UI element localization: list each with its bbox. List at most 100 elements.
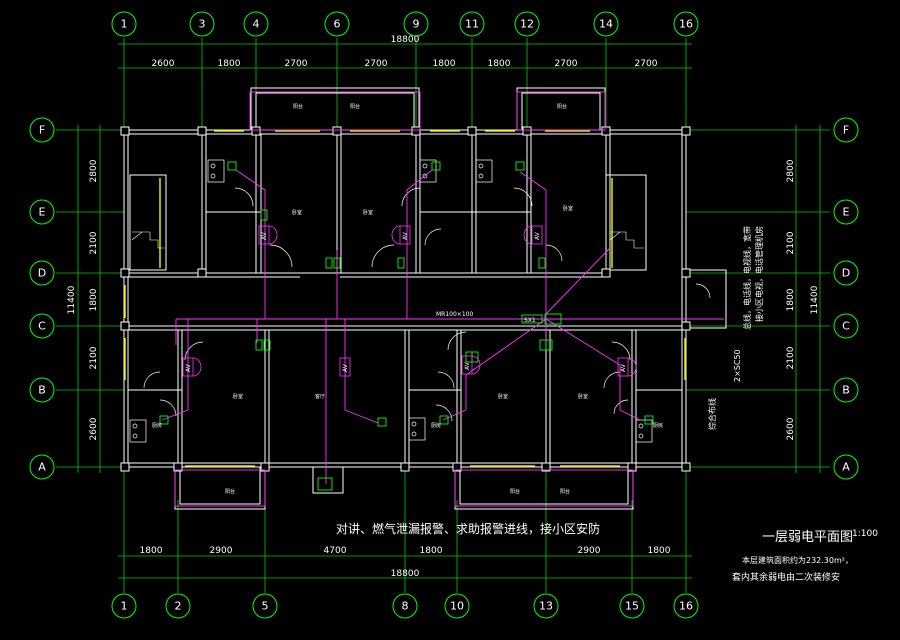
room-label: 卧室 bbox=[498, 393, 508, 400]
room-label: 阳台 bbox=[560, 488, 570, 495]
row-label-left: B bbox=[38, 384, 46, 397]
av-tag: AV bbox=[402, 231, 409, 240]
av-tag: AV bbox=[342, 363, 349, 372]
room-label: 卧室 bbox=[292, 209, 302, 216]
row-label-right: A bbox=[842, 461, 850, 474]
dim-right: 2100 bbox=[786, 231, 796, 254]
dim-top-total: 18800 bbox=[391, 35, 420, 45]
dim-top: 2600 bbox=[152, 59, 175, 69]
room-label: 卧室 bbox=[363, 209, 373, 216]
dim-left-total: 11400 bbox=[67, 285, 77, 314]
axis-label-bottom: 10 bbox=[450, 600, 464, 613]
room-label: 阳台 bbox=[557, 103, 567, 110]
row-label-right: F bbox=[843, 124, 849, 137]
dim-right: 1800 bbox=[786, 288, 796, 311]
row-label-left: C bbox=[38, 320, 46, 333]
dim-left: 1800 bbox=[89, 288, 99, 311]
axis-label-top: 12 bbox=[520, 18, 534, 31]
dim-top: 1800 bbox=[433, 59, 456, 69]
axis-label-bottom: 13 bbox=[539, 600, 553, 613]
room-label: 厨房 bbox=[653, 422, 663, 429]
axis-label-top: 16 bbox=[679, 18, 693, 31]
cable-label-3: 综合布线 bbox=[707, 398, 717, 430]
room-label: 卧室 bbox=[563, 205, 573, 212]
cable-label-4: 2×SC50 bbox=[733, 349, 742, 382]
axis-label-bottom: 1 bbox=[121, 600, 128, 613]
av-tag: AV bbox=[464, 361, 471, 370]
av-tag: AV bbox=[534, 231, 541, 240]
row-label-left: A bbox=[38, 461, 46, 474]
axis-label-top: 3 bbox=[199, 18, 206, 31]
drawing-title: 一层弱电平面图 bbox=[762, 530, 854, 545]
axis-label-bottom: 8 bbox=[402, 600, 409, 613]
row-label-right: E bbox=[843, 206, 850, 219]
room-label: 阳台 bbox=[350, 103, 360, 110]
axis-label-top: 4 bbox=[253, 18, 260, 31]
dim-right: 2600 bbox=[786, 417, 796, 440]
stair-symbols bbox=[131, 231, 644, 249]
axis-label-bottom: 5 bbox=[262, 600, 269, 613]
axis-label-bottom: 16 bbox=[679, 600, 693, 613]
room-label: 卧室 bbox=[233, 393, 243, 400]
dim-left: 2100 bbox=[89, 231, 99, 254]
dim-bottom: 1800 bbox=[140, 546, 163, 556]
room-label: 厨房 bbox=[152, 422, 162, 429]
av-tag: AV bbox=[261, 231, 268, 240]
dim-bottom: 1800 bbox=[648, 546, 671, 556]
row-label-left: F bbox=[39, 124, 45, 137]
row-label-left: E bbox=[39, 206, 46, 219]
dim-bottom-total: 18800 bbox=[391, 569, 420, 579]
cable-label-1: 总线，电话线，电视线，宽带 bbox=[742, 226, 752, 330]
duct-label: MR100×100 bbox=[436, 311, 473, 318]
room-label: 阳台 bbox=[510, 488, 520, 495]
dim-right: 2800 bbox=[786, 159, 796, 182]
dim-top: 1800 bbox=[218, 59, 241, 69]
bottom-annotation: 对讲、燃气泄漏报警、求助报警进线，接小区安防 bbox=[336, 522, 601, 536]
dim-top: 2700 bbox=[635, 59, 658, 69]
axis-label-top: 6 bbox=[334, 18, 341, 31]
kitchen-fixtures bbox=[129, 159, 653, 443]
axis-label-bottom: 15 bbox=[625, 600, 639, 613]
room-label: 厨房 bbox=[431, 422, 441, 429]
room-label: 卧室 bbox=[578, 393, 588, 400]
dim-bottom: 2900 bbox=[578, 546, 601, 556]
axis-label-bottom: 2 bbox=[175, 600, 182, 613]
axis-label-top: 14 bbox=[599, 18, 613, 31]
axis-bubbles-bottom bbox=[111, 593, 699, 619]
dim-bottom: 1800 bbox=[420, 546, 443, 556]
dim-top: 2700 bbox=[555, 59, 578, 69]
dim-top: 2700 bbox=[285, 59, 308, 69]
dim-right-total: 11400 bbox=[810, 285, 820, 314]
axis-label-top: 1 bbox=[121, 18, 128, 31]
av-device-boxes bbox=[182, 225, 637, 377]
row-label-right: C bbox=[842, 320, 850, 333]
dim-right: 2100 bbox=[786, 346, 796, 369]
row-label-right: D bbox=[842, 267, 850, 280]
axis-bubbles-rows bbox=[29, 117, 859, 480]
dim-top: 1800 bbox=[488, 59, 511, 69]
axis-label-top: 9 bbox=[413, 18, 420, 31]
dim-bottom: 4700 bbox=[324, 546, 347, 556]
weak-current-wiring bbox=[161, 91, 724, 507]
dim-left: 2800 bbox=[89, 159, 99, 182]
dim-top: 2700 bbox=[365, 59, 388, 69]
av-tag: AV bbox=[185, 363, 192, 372]
drawing-scale: 1:100 bbox=[852, 529, 878, 539]
axis-label-top: 11 bbox=[465, 18, 479, 31]
install-note: 套内其余弱电由二次装修安 bbox=[732, 573, 841, 583]
row-label-right: B bbox=[842, 384, 850, 397]
structural-columns bbox=[120, 126, 691, 472]
dim-left: 2600 bbox=[89, 417, 99, 440]
row-label-left: D bbox=[38, 267, 46, 280]
cable-label-2: 接小区电视，电话管理机房 bbox=[754, 226, 764, 322]
room-label: 客厅 bbox=[315, 393, 325, 400]
room-label: 阳台 bbox=[225, 488, 235, 495]
axis-bubbles-top bbox=[111, 11, 699, 37]
window-marks bbox=[124, 130, 686, 467]
box-label: SX1 bbox=[524, 317, 536, 324]
av-tag: AV bbox=[620, 363, 627, 372]
area-note: 本层建筑面积约为232.30m²， bbox=[742, 556, 853, 565]
room-label: 阳台 bbox=[293, 103, 303, 110]
